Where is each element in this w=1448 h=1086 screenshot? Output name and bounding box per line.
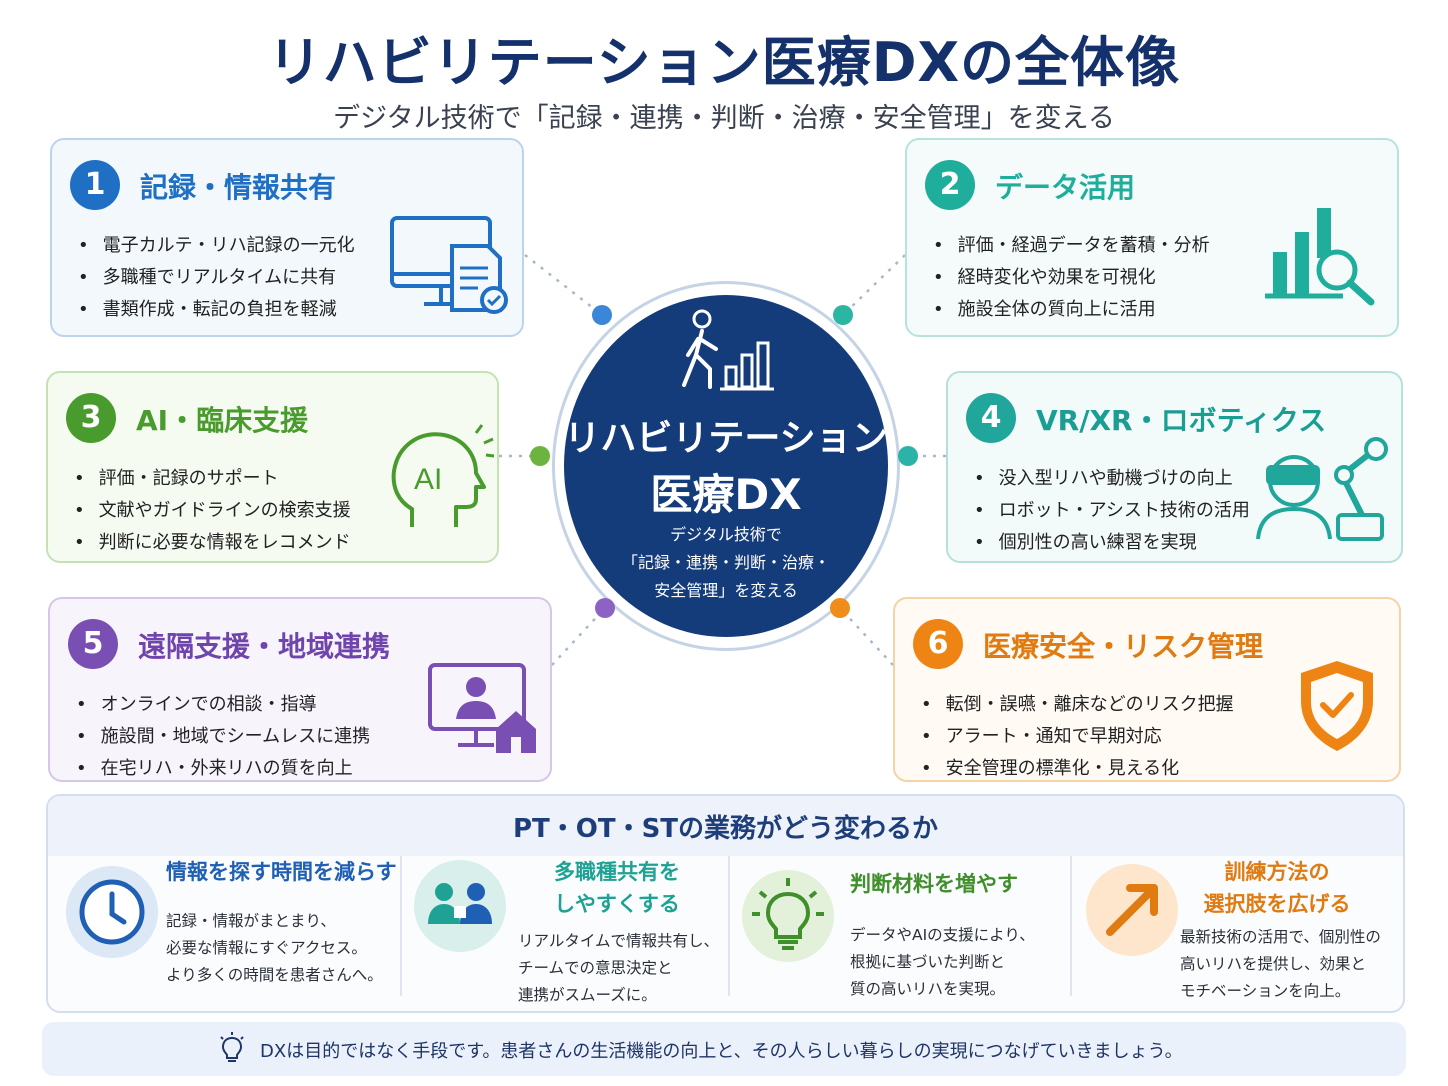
card-number: 6 [913,619,963,669]
connector-dot-3 [530,446,550,466]
ai-head-icon: AI [391,424,495,527]
list-item: 判断に必要な情報をレコメンド [74,527,351,559]
team-puzzle-icon [414,860,506,952]
card-title: 医療安全・リスク管理 [983,630,1264,663]
list-item: 文献やガイドラインの検索支援 [74,495,351,527]
card-list: オンラインでの相談・指導 施設間・地域でシームレスに連携 在宅リハ・外来リハの質… [76,689,370,785]
card-number: 1 [70,160,120,210]
card-number: 4 [966,393,1016,443]
benefit-column-1: 情報を探す時間を減らす 記録・情報がまとまり、 必要な情報にすぐアクセス。 より… [48,856,400,1011]
page-title: リハビリテーション医療DXの全体像 [267,31,1181,94]
list-item: 評価・記録のサポート [74,463,351,495]
card-title: 記録・情報共有 [140,171,337,204]
footer-note: DXは目的ではなく手段です。患者さんの生活機能の向上と、その人らしい暮らしの実現… [42,1022,1406,1076]
panel-header [48,796,1403,856]
list-item: 施設間・地域でシームレスに連携 [76,721,370,753]
list-item: 個別性の高い練習を実現 [974,527,1250,559]
connector-dot-1 [592,305,612,325]
vr-robot-arm-icon [1256,437,1388,541]
connector-dot-2 [833,305,853,325]
column-divider [1070,856,1072,996]
lightbulb-icon [742,870,834,962]
benefit-column-3: 判断材料を増やす データやAIの支援により、 根拠に基づいた判断と 質の高いリハ… [732,856,1070,1011]
list-item: ロボット・アシスト技術の活用 [974,495,1250,527]
card-list: 転倒・誤嚥・離床などのリスク把握 アラート・通知で早期対応 安全管理の標準化・見… [921,689,1234,785]
benefit-description: リアルタイムで情報共有し、 チームでの意思決定と 連携がスムーズに。 [518,932,720,1004]
list-item: アラート・通知で早期対応 [921,721,1234,753]
benefit-title: 訓練方法の 選択肢を広げる [1203,860,1351,916]
center-title-line1: リハビリテーション [564,418,888,459]
benefit-title: 多職種共有を しやすくする [554,860,680,916]
card-medical-safety: 6 医療安全・リスク管理 転倒・誤嚥・離床などのリスク把握 アラート・通知で早期… [893,597,1401,782]
benefit-column-4: 訓練方法の 選択肢を広げる 最新技術の活用で、個別性の 高いリハを提供し、効果と… [1074,856,1403,1011]
card-remote-support: 5 遠隔支援・地域連携 オンラインでの相談・指導 施設間・地域でシームレスに連携… [48,597,552,782]
footer-text: DXは目的ではなく手段です。患者さんの生活機能の向上と、その人らしい暮らしの実現… [260,1041,1183,1062]
remote-monitor-home-icon [428,663,536,753]
benefit-title: 情報を探す時間を減らす [166,860,397,884]
lightbulb-icon [220,1032,244,1062]
center-core [564,295,888,637]
shield-check-icon [1301,661,1373,751]
center-caption: デジタル技術で 「記録・連携・判断・治療・ 安全管理」を変える [621,525,830,600]
benefit-description: データやAIの支援により、 根拠に基づいた判断と 質の高いリハを実現。 [850,926,1035,998]
list-item: 安全管理の標準化・見える化 [921,753,1234,785]
list-item: 施設全体の質向上に活用 [933,294,1210,326]
svg-text:AI: AI [414,463,442,496]
connector-dot-5 [595,598,615,618]
walking-person-chart-icon [682,309,774,391]
computer-document-icon [390,216,508,314]
card-list: 電子カルテ・リハ記録の一元化 多職種でリアルタイムに共有 書類作成・転記の負担を… [78,230,355,326]
workflow-change-panel: PT・OT・STの業務がどう変わるか 情報を探す時間を減らす 記録・情報がまとま… [46,794,1405,1013]
list-item: 電子カルテ・リハ記録の一元化 [78,230,355,262]
column-divider [728,856,730,996]
card-ai-clinical-support: 3 AI・臨床支援 評価・記録のサポート 文献やガイドラインの検索支援 判断に必… [46,371,499,563]
card-records-sharing: 1 記録・情報共有 電子カルテ・リハ記録の一元化 多職種でリアルタイムに共有 書… [50,138,524,337]
card-list: 没入型リハや動機づけの向上 ロボット・アシスト技術の活用 個別性の高い練習を実現 [974,463,1250,559]
center-title-line2: 医療DX [650,470,802,519]
benefit-description: 最新技術の活用で、個別性の 高いリハを提供し、効果と モチベーションを向上。 [1180,928,1381,1000]
list-item: 没入型リハや動機づけの向上 [974,463,1250,495]
connector-dot-4 [898,446,918,466]
list-item: 書類作成・転記の負担を軽減 [78,294,355,326]
connector-dot-6 [830,598,850,618]
card-title: データ活用 [995,171,1136,204]
list-item: 転倒・誤嚥・離床などのリスク把握 [921,689,1234,721]
card-number: 3 [66,393,116,443]
card-data-utilization: 2 データ活用 評価・経過データを蓄積・分析 経時変化や効果を可視化 施設全体の… [905,138,1399,337]
card-title: VR/XR・ロボティクス [1036,404,1327,437]
growth-arrow-icon [1086,864,1178,956]
center-ring [552,281,900,651]
card-vr-robotics: 4 VR/XR・ロボティクス 没入型リハや動機づけの向上 ロボット・アシスト技術… [946,371,1403,563]
benefit-title: 判断材料を増やす [850,872,1018,896]
card-number: 2 [925,160,975,210]
panel-title: PT・OT・STの業務がどう変わるか [512,814,939,844]
clock-icon [66,866,158,958]
list-item: 在宅リハ・外来リハの質を向上 [76,753,370,785]
list-item: 多職種でリアルタイムに共有 [78,262,355,294]
page-subtitle: デジタル技術で「記録・連携・判断・治療・安全管理」を変える [333,103,1115,134]
bar-chart-magnifier-icon [1265,208,1375,306]
card-title: AI・臨床支援 [136,404,309,437]
benefit-column-2: 多職種共有を しやすくする リアルタイムで情報共有し、 チームでの意思決定と 連… [404,856,726,1011]
benefit-description: 記録・情報がまとまり、 必要な情報にすぐアクセス。 より多くの時間を患者さんへ。 [166,912,383,984]
center-hub: リハビリテーション 医療DX デジタル技術で 「記録・連携・判断・治療・ 安全管… [552,281,900,651]
list-item: 評価・経過データを蓄積・分析 [933,230,1210,262]
list-item: オンラインでの相談・指導 [76,689,370,721]
card-title: 遠隔支援・地域連携 [138,630,391,663]
card-list: 評価・記録のサポート 文献やガイドラインの検索支援 判断に必要な情報をレコメンド [74,463,351,559]
column-divider [400,856,402,996]
card-list: 評価・経過データを蓄積・分析 経時変化や効果を可視化 施設全体の質向上に活用 [933,230,1210,326]
list-item: 経時変化や効果を可視化 [933,262,1210,294]
card-number: 5 [68,619,118,669]
